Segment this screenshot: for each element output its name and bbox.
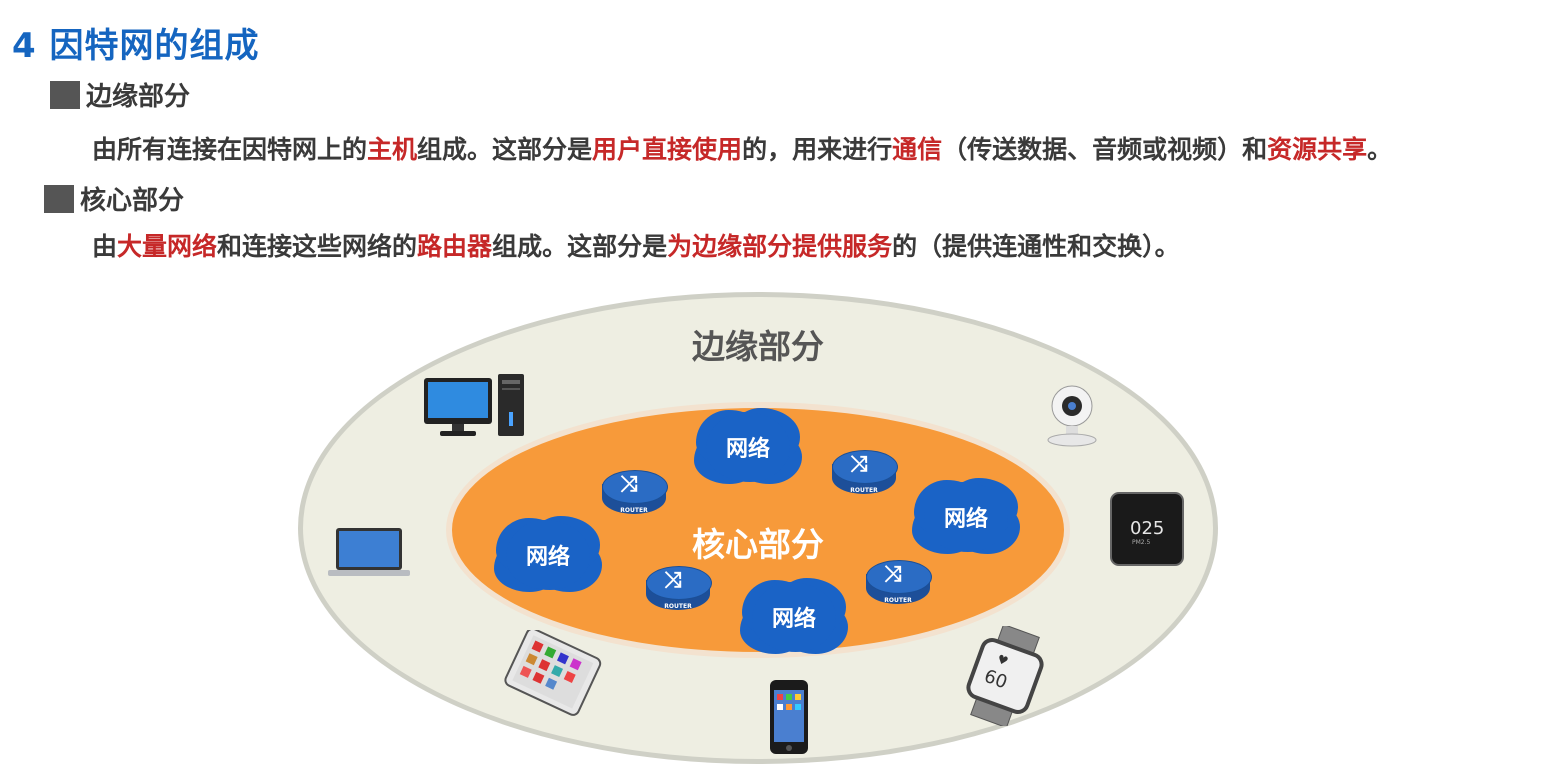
- description-text: 和连接这些网络的: [217, 232, 418, 261]
- highlighted-term: 路由器: [417, 232, 493, 261]
- router-icon: ⤨ROUTER: [602, 470, 668, 518]
- router-icon: ⤨ROUTER: [646, 566, 712, 614]
- edge-ring-label: 边缘部分: [692, 327, 824, 366]
- sensor-reading-text: 025: [1130, 518, 1164, 539]
- bullet-edge-heading: 边缘部分: [86, 82, 191, 112]
- core-description: 由大量网络和连接这些网络的路由器组成。这部分是为边缘部分提供服务的（提供连通性和…: [92, 227, 1180, 263]
- air-quality-sensor-icon: 025 PM2.5: [1110, 492, 1184, 566]
- description-text: 由: [92, 232, 118, 261]
- network-cloud: 网络: [752, 582, 836, 652]
- edge-description: 由所有连接在因特网上的主机组成。这部分是用户直接使用的，用来进行通信（传送数据、…: [92, 130, 1392, 166]
- highlighted-term: 为边缘部分提供服务: [667, 232, 893, 261]
- sensor-unit-text: PM2.5: [1132, 539, 1151, 546]
- description-text: 组成。这部分是: [417, 135, 593, 164]
- bullet-square-icon: [50, 80, 80, 109]
- highlighted-term: 资源共享: [1267, 135, 1368, 164]
- router-icon: ⤨ROUTER: [832, 450, 898, 498]
- svg-text:♥: ♥: [995, 652, 1010, 669]
- slide-title: 4 因特网的组成: [12, 26, 260, 66]
- bullet-core-heading: 核心部分: [80, 186, 185, 216]
- smartwatch-icon: ♥ 60: [966, 626, 1044, 726]
- router-icon: ⤨ROUTER: [866, 560, 932, 608]
- tablet-icon: [504, 630, 602, 716]
- description-text: 由所有连接在因特网上的: [92, 135, 368, 164]
- network-cloud: 网络: [924, 482, 1008, 552]
- description-text: （传送数据、音频或视频）和: [942, 135, 1268, 164]
- network-cloud: 网络: [706, 412, 790, 482]
- highlighted-term: 大量网络: [117, 232, 218, 261]
- network-cloud: 网络: [506, 520, 590, 590]
- description-text: 的，用来进行: [742, 135, 893, 164]
- internet-diagram: 边缘部分 核心部分 网络 网络 网络 网络 ⤨ROUTER ⤨ROUTER ⤨R…: [290, 290, 1230, 780]
- laptop-icon: [328, 528, 410, 576]
- highlighted-term: 通信: [892, 135, 943, 164]
- description-text: 组成。这部分是: [492, 232, 668, 261]
- highlighted-term: 用户直接使用: [592, 135, 743, 164]
- webcam-icon: [1047, 385, 1097, 447]
- description-text: 的（提供连通性和交换）。: [892, 232, 1180, 261]
- desktop-computer-icon: [424, 374, 524, 436]
- bullet-edge: 边缘部分: [50, 76, 190, 113]
- bullet-core: 核心部分: [44, 180, 184, 217]
- core-ring-label: 核心部分: [692, 525, 824, 564]
- bullet-square-icon: [44, 184, 74, 213]
- highlighted-term: 主机: [367, 135, 418, 164]
- description-text: 。: [1367, 135, 1393, 164]
- smartphone-icon: [770, 680, 808, 754]
